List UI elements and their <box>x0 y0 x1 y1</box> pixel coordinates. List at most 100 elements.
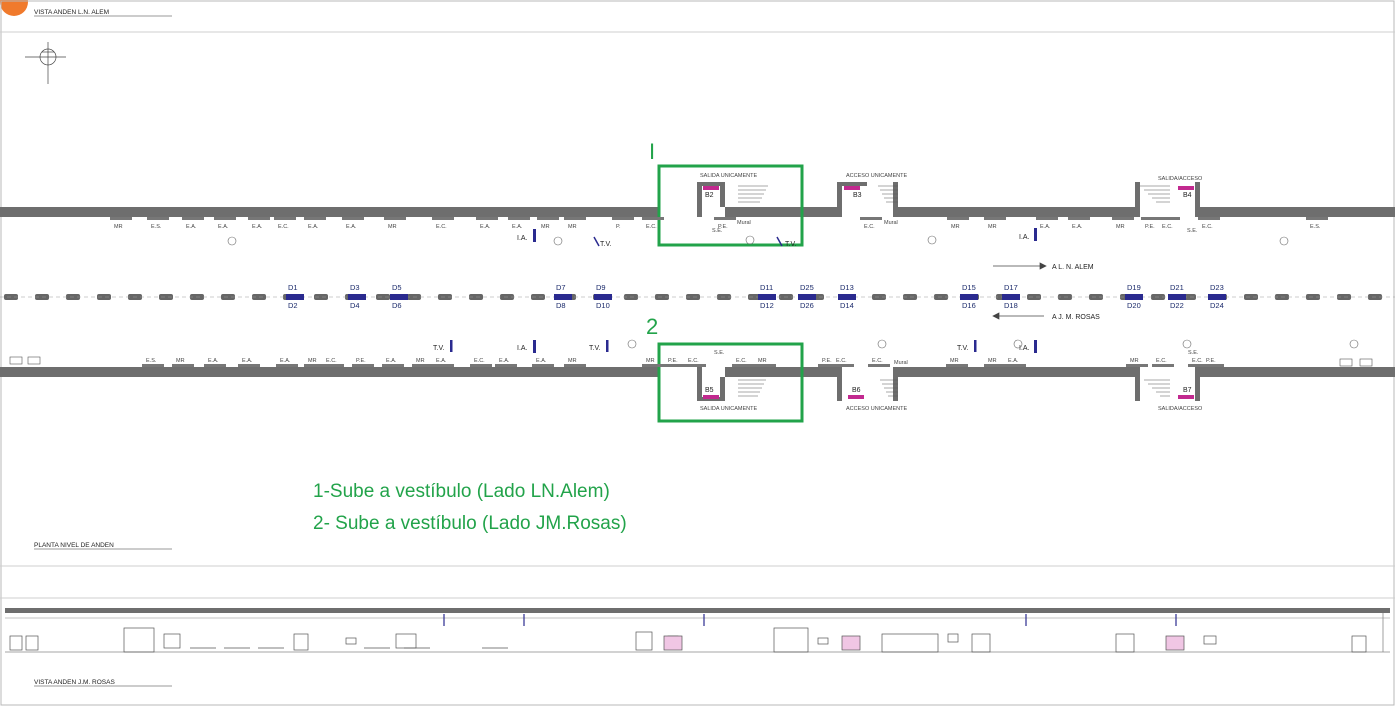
column-circle-icon <box>927 235 937 245</box>
furniture-label: MR <box>568 358 577 364</box>
door-label-bottom: D2 <box>288 301 298 310</box>
elevation-box <box>1351 635 1367 653</box>
stairwell-top-3 <box>1135 182 1200 217</box>
bench-mark <box>946 364 968 367</box>
track-dash <box>531 294 545 300</box>
door-label-bottom: D12 <box>760 301 774 310</box>
tv-marker-icon <box>593 236 600 247</box>
door-label-top: D17 <box>1004 283 1018 292</box>
exit-caption-b3: ACCESO UNICAMENTE <box>846 173 907 179</box>
furniture-label: P.E. <box>1145 224 1155 230</box>
tv-marker-icon <box>450 340 453 352</box>
bench-mark <box>382 364 404 367</box>
ia-marker-icon <box>1034 340 1037 353</box>
door-marker <box>594 294 612 300</box>
furniture-label: MR <box>988 358 997 364</box>
furniture-label: MR <box>988 224 997 230</box>
column-circle-icon <box>877 339 887 349</box>
direction-label-rosas: A J. M. ROSAS <box>1052 314 1100 321</box>
bench-mark <box>1306 217 1328 220</box>
bench-mark <box>1202 364 1224 367</box>
bench-mark <box>868 364 890 367</box>
bench-mark <box>182 217 204 220</box>
elevation-box <box>345 637 357 645</box>
mural-label: Mural <box>737 220 751 226</box>
furniture-label: E.C. <box>646 224 657 230</box>
furniture-label: E.C. <box>872 358 883 364</box>
door-marker <box>286 294 304 300</box>
bench-mark <box>818 364 840 367</box>
bench-mark <box>495 364 517 367</box>
bench-mark <box>508 217 530 220</box>
ia-label: I.A. <box>1019 345 1030 352</box>
bench-mark <box>564 364 586 367</box>
track-dash <box>221 294 235 300</box>
furniture-label: P.E. <box>356 358 366 364</box>
elevation-box <box>9 635 23 651</box>
stairwell-top-1 <box>697 182 765 217</box>
elevation-box <box>947 633 959 643</box>
se-label: S.E. <box>1187 228 1198 234</box>
elevation-box <box>971 633 991 653</box>
bench-mark <box>342 217 364 220</box>
elevation-box <box>635 631 653 651</box>
bench-mark <box>714 217 736 220</box>
door-label-bottom: D24 <box>1210 301 1224 310</box>
furniture-label: E.C. <box>836 358 847 364</box>
se-label: S.E. <box>714 350 725 356</box>
furniture-label: E.A. <box>280 358 291 364</box>
bench-mark <box>470 364 492 367</box>
door-label-bottom: D20 <box>1127 301 1141 310</box>
door-label-bottom: D16 <box>962 301 976 310</box>
tv-markers: T.V. T.V. T.V. T.V. T.V. <box>433 236 977 352</box>
exit-marker-b6 <box>848 395 864 399</box>
brand-logo <box>0 0 28 16</box>
track-dash <box>438 294 452 300</box>
bench-mark <box>172 364 194 367</box>
furniture-label: E.S. <box>146 358 157 364</box>
track-dash <box>4 294 18 300</box>
furniture-label: MR <box>416 358 425 364</box>
furniture-label: E.C. <box>1162 224 1173 230</box>
callout-box-1 <box>657 164 804 247</box>
door-label-top: D25 <box>800 283 814 292</box>
tv-marker-icon <box>974 340 977 352</box>
door-marker <box>798 294 816 300</box>
exit-code-b3: B3 <box>853 192 862 199</box>
exit-caption-b5: SALIDA UNICAMENTE <box>700 406 757 412</box>
column-circle-icon <box>1349 339 1359 349</box>
elevation-box <box>395 633 417 649</box>
tv-label: T.V. <box>589 345 600 352</box>
elevation-box <box>817 637 829 645</box>
bench-mark <box>142 364 164 367</box>
tv-label: T.V. <box>957 345 968 352</box>
furniture-label: E.S. <box>1310 224 1321 230</box>
bench-mark <box>1004 364 1026 367</box>
exit-code-b7: B7 <box>1183 387 1192 394</box>
door-label-bottom: D4 <box>350 301 360 310</box>
elevation-pink-panel <box>841 635 861 651</box>
se-markers: S.E. S.E. S.E. S.E. Mural Mural Mural <box>712 220 1199 366</box>
door-label-bottom: D8 <box>556 301 566 310</box>
bench-mark <box>642 364 664 367</box>
bench-mark <box>412 364 434 367</box>
exit-code-b5: B5 <box>705 387 714 394</box>
furniture-label: E.A. <box>1040 224 1051 230</box>
elevation-box <box>163 633 181 649</box>
bench-mark <box>110 217 132 220</box>
door-label-bottom: D18 <box>1004 301 1018 310</box>
tv-label: T.V. <box>600 241 611 248</box>
door-label-top: D15 <box>962 283 976 292</box>
ia-label: I.A. <box>1019 234 1030 241</box>
exit-caption-b2: SALIDA UNICAMENTE <box>700 173 757 179</box>
bench-mark <box>147 217 169 220</box>
track-dash <box>872 294 886 300</box>
ia-label: I.A. <box>517 345 528 352</box>
door-label-bottom: D14 <box>840 301 854 310</box>
door-label-bottom: D10 <box>596 301 610 310</box>
door-label-top: D3 <box>350 283 360 292</box>
door-label-top: D13 <box>840 283 854 292</box>
bench-mark <box>304 364 326 367</box>
door-label-bottom: D6 <box>392 301 402 310</box>
